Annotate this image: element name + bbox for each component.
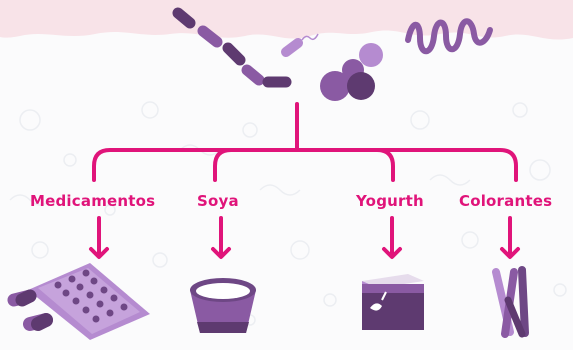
arrows xyxy=(91,218,518,257)
dye-sticks-icon xyxy=(496,270,525,334)
soy-milk-cup-icon xyxy=(190,278,256,333)
connector-lines xyxy=(94,104,516,180)
pills-blister-icon xyxy=(14,263,150,340)
arrow-medicamentos xyxy=(91,218,107,257)
arrow-colorantes xyxy=(502,218,518,257)
label-soya: Soya xyxy=(197,192,239,210)
label-yogurth: Yogurth xyxy=(356,192,424,210)
arrow-yogurth xyxy=(384,218,400,257)
yogurt-cup-icon xyxy=(362,274,424,330)
label-medicamentos: Medicamentos xyxy=(30,192,155,210)
arrow-soya xyxy=(213,218,229,257)
label-colorantes: Colorantes xyxy=(459,192,552,210)
